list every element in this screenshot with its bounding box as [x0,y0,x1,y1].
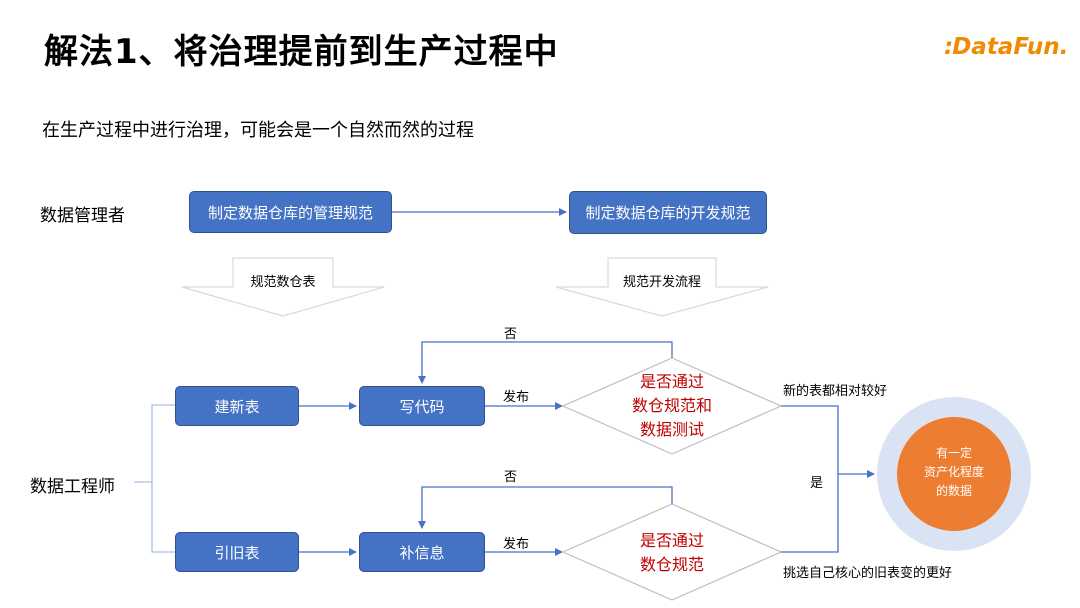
loop-no-top [418,341,673,384]
outcome-line-2: 资产化程度 [923,465,984,479]
decision-top-line-1: 是否通过 [639,372,704,391]
new-table-box: 建新表 [175,386,299,426]
result-bottom-label: 挑选自己核心的旧表变的更好 [783,566,953,581]
page-title: 解法1、将治理提前到生产过程中 [44,32,559,72]
outcome-line-3: 的数据 [935,484,972,498]
datafun-logo: :DataFun. [944,34,1068,60]
decision-top-diamond [561,357,783,455]
decision-bottom-diamond [561,503,783,601]
outcome-text: 有一定 资产化程度 的数据 [904,444,1004,501]
logo-text: DataFun. [952,34,1069,60]
decision-top-line-3: 数据测试 [639,420,704,439]
write-code-box: 写代码 [359,386,485,426]
fill-info-box: 补信息 [359,532,485,572]
down-arrow-left-label: 规范数仓表 [250,275,316,290]
old-table-box: 引旧表 [175,532,299,572]
role-data-engineer: 数据工程师 [30,477,115,497]
outcome-line-1: 有一定 [935,446,972,460]
yes-bracket [781,405,839,553]
decision-top-line-2: 数仓规范和 [631,396,712,415]
decision-bottom-text: 是否通过 数仓规范 [612,529,732,577]
decision-bottom-line-2: 数仓规范 [639,555,704,574]
yes-label: 是 [810,476,824,491]
decision-top-text: 是否通过 数仓规范和 数据测试 [612,370,732,442]
no-label-bottom: 否 [504,470,518,485]
outcome-inner-circle [897,417,1011,531]
engineer-brace [134,404,176,553]
down-arrow-right [555,257,769,317]
publish-label-top: 发布 [503,390,530,405]
down-arrow-right-label: 规范开发流程 [622,275,701,290]
manager-standard-box: 制定数据仓库的管理规范 [189,191,392,233]
loop-no-bottom [418,486,673,529]
subtitle: 在生产过程中进行治理，可能会是一个自然而然的过程 [42,120,474,141]
role-data-manager: 数据管理者 [40,206,125,226]
down-arrow-left [181,257,385,317]
result-top-label: 新的表都相对较好 [783,384,888,399]
dev-standard-box: 制定数据仓库的开发规范 [569,191,767,234]
logo-mark-icon: : [944,34,953,60]
publish-label-bottom: 发布 [503,537,530,552]
no-label-top: 否 [504,327,518,342]
decision-bottom-line-1: 是否通过 [639,531,704,550]
